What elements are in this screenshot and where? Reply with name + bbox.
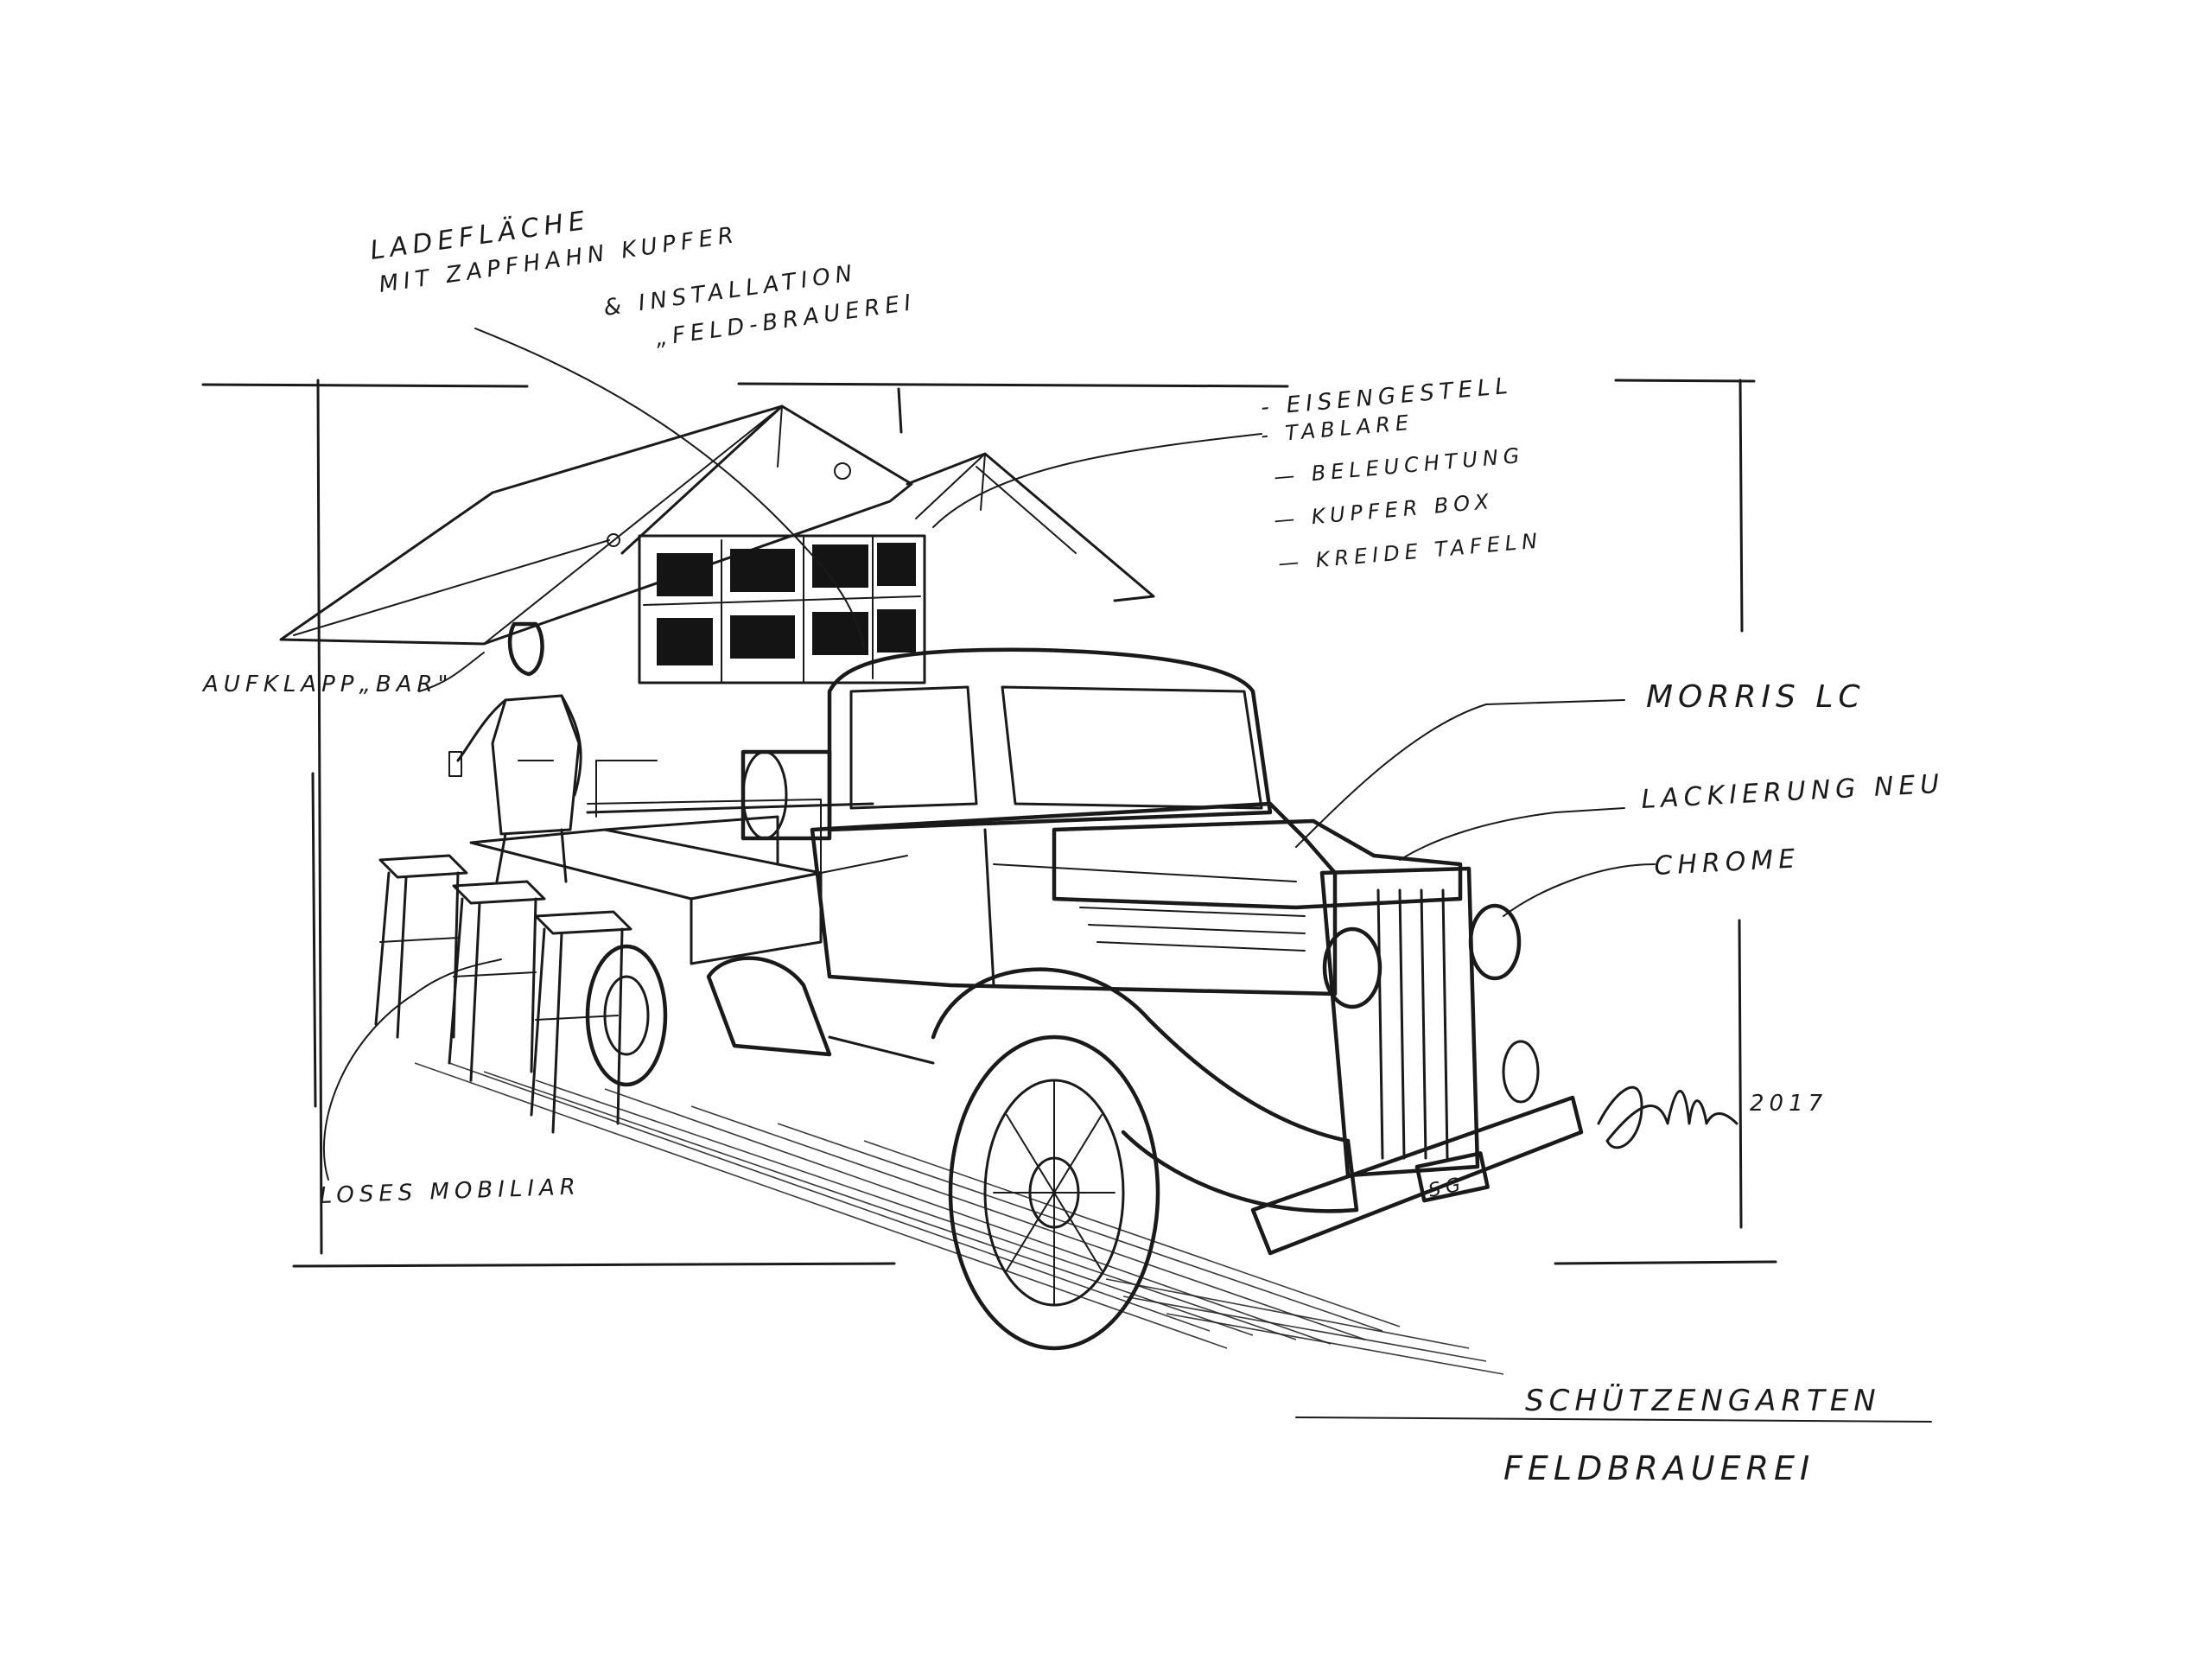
label-fold-bar: AUFKLAPP„BAR" [201,672,454,697]
title-line-1: SCHÜTZENGARTEN [1525,1383,1881,1418]
bartender-figure [448,621,582,883]
shelving-rack [638,534,926,684]
artist-signature [1597,1085,1738,1149]
ground-shading [414,1062,1504,1375]
shelf-list-item-3: — BELEUCHTUNG [1273,443,1525,489]
rear-wheel [585,944,668,1087]
title-line-2: FELDBRAUEREI [1503,1449,1815,1487]
license-plate-text: SG [1427,1173,1467,1201]
label-cargo-bed: LADEFLÄCHE MIT ZAPFHAHN KUPFER & INSTALL… [368,205,918,352]
signature-year: 2017 [1750,1091,1827,1117]
cargo-bed [469,760,908,965]
label-model: MORRIS LC [1646,679,1866,715]
bar-stools [374,854,632,1134]
title-block: SCHÜTZENGARTEN FELDBRAUEREI [1503,1383,1881,1487]
shelf-list-item-4: — KUPFER BOX [1273,489,1495,532]
label-shelf-list: - EISENGESTELL - TABLARE — BELEUCHTUNG —… [1260,373,1543,576]
frame-lines [201,379,1777,1268]
label-furniture: LOSES MOBILIAR [319,1174,581,1209]
label-paint: LACKIERUNG NEU [1641,769,1945,815]
shelf-list-item-5: — KREIDE TAFELN [1277,528,1543,576]
label-chrome: CHROME [1654,844,1801,882]
canopy [279,404,1155,646]
front-wheel [948,1035,1160,1351]
truck [706,647,1584,1256]
leader-lines [322,328,1932,1423]
chalk-boards [657,543,916,665]
